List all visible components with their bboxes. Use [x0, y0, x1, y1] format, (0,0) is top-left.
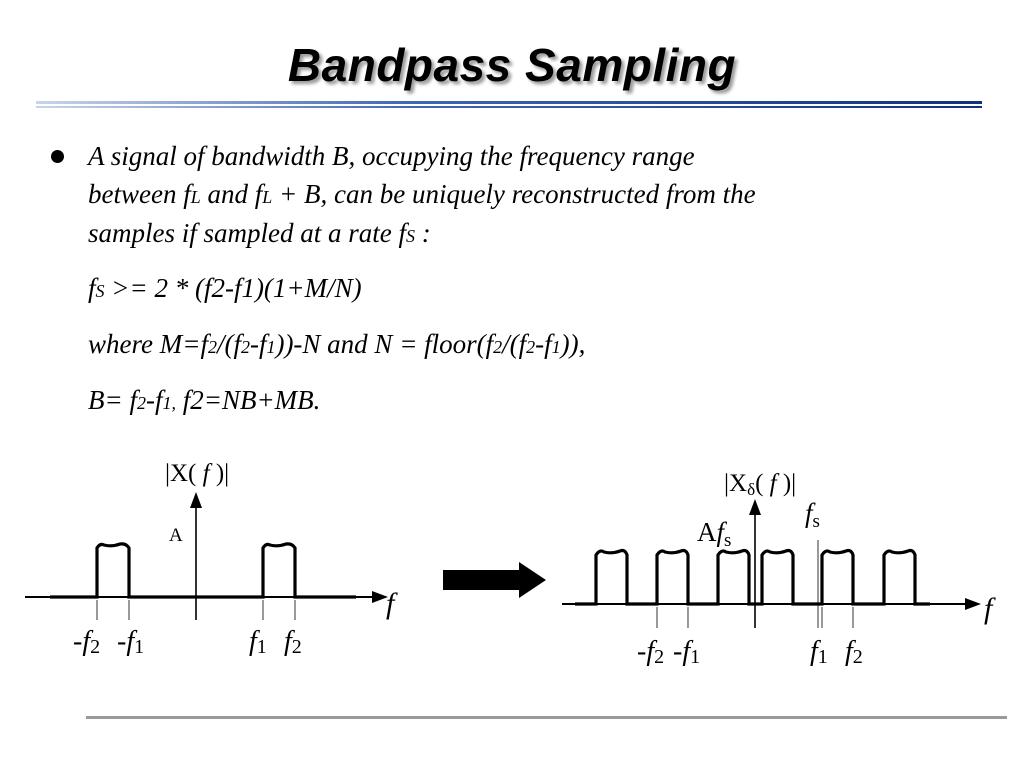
amplitude-label: Afs	[697, 517, 731, 551]
freq-axis-arrow-icon	[965, 598, 981, 610]
magnitude-label: |X( f )|	[165, 460, 229, 487]
spectrum-curve	[50, 542, 356, 599]
amplitude-label: A	[169, 525, 183, 546]
sampling-rate-formula: fS >= 2 * (f2-f1)(1+M/N)	[88, 273, 362, 303]
original-spectrum: |X( f )| A f -f2 -f1 f1 f2	[25, 460, 398, 658]
freq-axis-arrow-icon	[372, 591, 388, 603]
tick-label-f2: f2	[284, 626, 302, 658]
tick-label-f2: f2	[845, 636, 863, 668]
tick-label-neg-f1: -f1	[673, 636, 700, 668]
sampling-rate-label: fs	[805, 498, 820, 532]
tick-label-neg-f2: -f2	[73, 626, 100, 658]
freq-axis-label: f	[984, 592, 996, 625]
spectrum-curve	[575, 548, 930, 606]
tick-label-f1: f1	[249, 626, 267, 658]
where-definition: where M=f2/(f2-f1))-N and N = floor(f2/(…	[88, 329, 586, 359]
tick-label-neg-f1: -f1	[117, 626, 144, 658]
bandwidth-definition: B= f2-f1, f2=NB+MB.	[88, 385, 321, 415]
footer-divider	[86, 716, 1007, 719]
bullet-icon	[51, 150, 64, 163]
slide-title: Bandpass Sampling	[287, 39, 737, 91]
tick-label-f1: f1	[810, 636, 828, 668]
bullet-line-1: A signal of bandwidth B, occupying the f…	[88, 141, 695, 171]
title-underline	[36, 101, 982, 108]
magnitude-axis-arrow-icon	[190, 492, 202, 508]
bullet-line-3: samples if sampled at a rate fS :	[88, 218, 431, 248]
sampled-spectrum: |Xδ( f )| Afs fs f -f2 -f1 f1 f2	[562, 470, 996, 668]
magnitude-label: |Xδ( f )|	[724, 470, 796, 499]
magnitude-axis-arrow-icon	[749, 499, 761, 515]
transform-arrow-icon	[443, 562, 546, 598]
freq-axis-label: f	[386, 587, 398, 620]
tick-label-neg-f2: -f2	[637, 636, 664, 668]
bullet-line-2: between fL and fL + B, can be uniquely r…	[88, 179, 756, 209]
